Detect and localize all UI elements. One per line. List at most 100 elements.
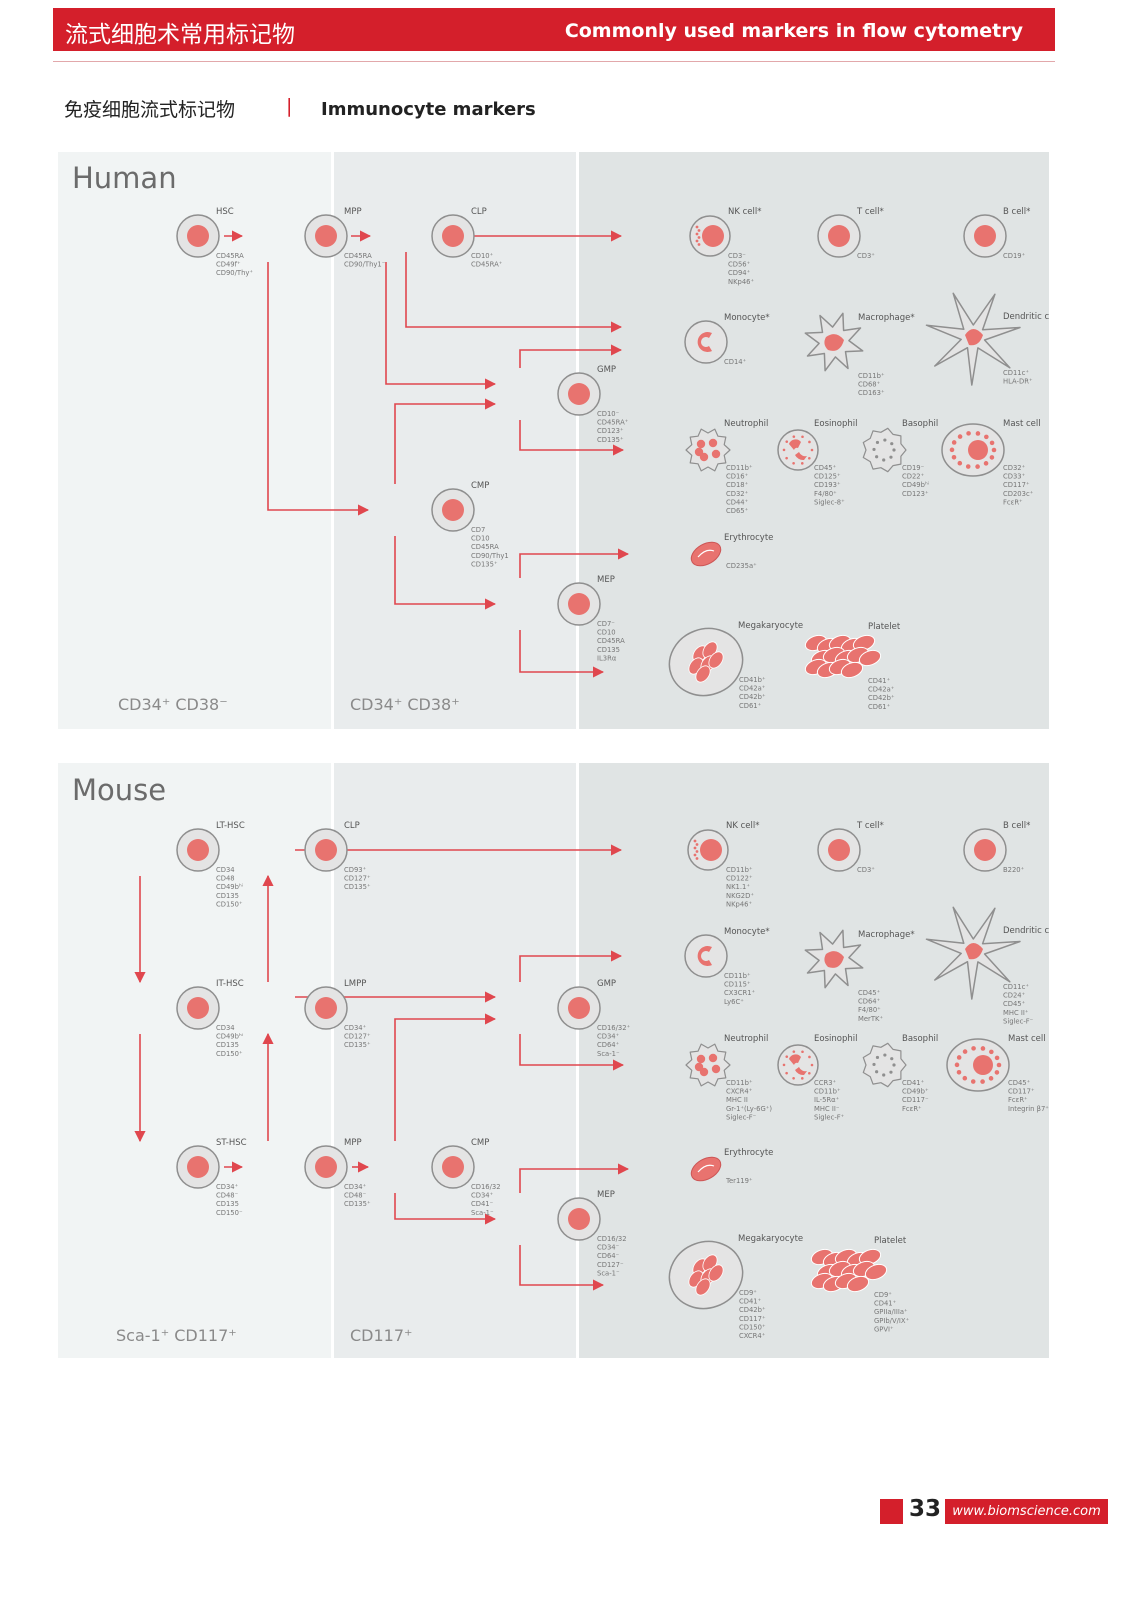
marker-text: CD42b⁺: [739, 1306, 766, 1314]
marker-text: CD235a⁺: [726, 562, 757, 570]
granule: [875, 455, 879, 459]
marker-text: HLA-DR⁺: [1003, 378, 1033, 386]
cell-label: CLP: [471, 207, 487, 217]
marker-text: CD48: [216, 875, 235, 883]
granule: [970, 1079, 976, 1084]
granule: [956, 1055, 962, 1060]
marker-text: B220⁺: [1003, 866, 1025, 874]
marker-text: CD49bʰⁱ: [216, 1033, 243, 1041]
cell-label: Basophil: [902, 419, 938, 429]
cell-label: CMP: [471, 1138, 489, 1148]
marker-text: CD11c⁺: [1003, 983, 1029, 991]
marker-text: CD10⁺: [471, 252, 494, 260]
marker-text: Integrin β7⁺: [1008, 1105, 1049, 1113]
marker-text: CD9⁺: [739, 1289, 757, 1297]
cell-label: T cell*: [856, 821, 884, 831]
granule: [882, 458, 886, 462]
granule: [695, 232, 699, 236]
cell-membrane: [777, 429, 819, 471]
cell-tcell: T cell*CD3⁺: [817, 207, 884, 260]
granule: [892, 1063, 896, 1067]
cell-nucleus: [974, 225, 996, 247]
marker-text: CD7: [471, 526, 485, 534]
granule: [949, 447, 955, 453]
cell-membrane: [862, 1042, 907, 1088]
granule: [988, 1076, 994, 1081]
granule: [980, 1079, 985, 1084]
marker-text: CD42b⁺: [868, 694, 895, 702]
cell-dc: Dendritic cell*CD11c⁺HLA-DR⁺: [925, 292, 1063, 386]
arrow: [394, 536, 497, 610]
granule: [792, 461, 795, 465]
page-number: 33: [909, 1496, 942, 1522]
marker-text: CD135: [216, 1200, 239, 1208]
marker-text: NKp46⁺: [728, 278, 755, 286]
granule: [957, 460, 963, 466]
marker-text: CD68⁺: [858, 381, 881, 389]
nucleus-lobe: [696, 1054, 706, 1064]
marker-text: CCR3⁺: [814, 1079, 837, 1087]
marker-text: CD49bʰⁱ: [902, 481, 929, 489]
granule: [996, 1062, 1002, 1068]
granule: [962, 1049, 968, 1054]
marker-text: CD49f⁺: [216, 261, 241, 269]
marker-text: Siglec-F⁺: [814, 1113, 845, 1121]
marker-text: Siglec-F⁻: [726, 1113, 757, 1121]
marker-text: CD32⁺: [726, 490, 749, 498]
marker-text: CD41⁺: [868, 677, 891, 685]
arrow: [519, 344, 623, 368]
cell-nucleus: [315, 225, 337, 247]
cell-mono: Monocyte*CD11b⁺CD115⁺CX3CR1⁺Ly6C⁺: [684, 927, 770, 1006]
marker-text: CD41⁺: [874, 1300, 897, 1308]
marker-text: CD41⁺: [902, 1079, 925, 1087]
cell-mega: MegakaryocyteCD9⁺CD41⁺CD42b⁺CD117⁺CD150⁺…: [668, 1234, 803, 1340]
cell-membrane: [684, 320, 728, 364]
granule: [792, 1076, 795, 1080]
marker-text: CD34: [216, 866, 235, 874]
cell-nucleus: [442, 499, 464, 521]
platelet: [840, 661, 864, 679]
arrow: [519, 950, 623, 982]
arrow: [519, 630, 605, 678]
marker-text: CD9⁺: [874, 1291, 892, 1299]
cell-label: T cell*: [856, 207, 884, 217]
marker-text: CD19⁻: [902, 464, 925, 472]
marker-text: CD135: [216, 892, 239, 900]
nucleus-lobe: [711, 449, 721, 459]
cell-nucleus: [974, 839, 996, 861]
granule: [965, 464, 971, 469]
cell-nucleus: [965, 329, 983, 346]
marker-text: CD127⁺: [344, 875, 371, 883]
marker-text: CD150⁺: [216, 900, 243, 908]
granule: [792, 435, 796, 438]
marker-text: CD45RA⁺: [471, 261, 503, 269]
granule: [810, 448, 814, 452]
nucleus-lobe: [696, 439, 706, 449]
marker-text: CD48⁻: [344, 1192, 367, 1200]
marker-text: FcεR⁺: [902, 1105, 922, 1113]
species-title: Mouse: [72, 773, 166, 807]
marker-text: CX3CR1⁺: [724, 989, 756, 997]
granule: [889, 455, 893, 459]
granule: [989, 1049, 994, 1055]
marker-text: CD41b⁺: [739, 676, 766, 684]
cell-label: Mast cell: [1003, 419, 1041, 429]
cell-nucleus: [697, 332, 712, 352]
cell-membrane: [685, 1043, 731, 1087]
granule: [966, 431, 971, 436]
cell-neut: NeutrophilCD11b⁺CD16⁺CD18⁺CD32⁺CD44⁺CD65…: [685, 419, 768, 515]
marker-text: CD18⁺: [726, 481, 749, 489]
marker-text: CD11b⁺: [858, 372, 885, 380]
cell-membrane: [777, 1044, 819, 1086]
marker-text: CD44⁺: [726, 498, 749, 506]
marker-text: NK1.1⁺: [726, 883, 750, 891]
marker-text: CD34⁺: [344, 1024, 367, 1032]
cell-label: Megakaryocyte: [738, 1234, 803, 1244]
cell-nucleus: [442, 225, 464, 247]
nucleus-lobe: [694, 447, 704, 457]
